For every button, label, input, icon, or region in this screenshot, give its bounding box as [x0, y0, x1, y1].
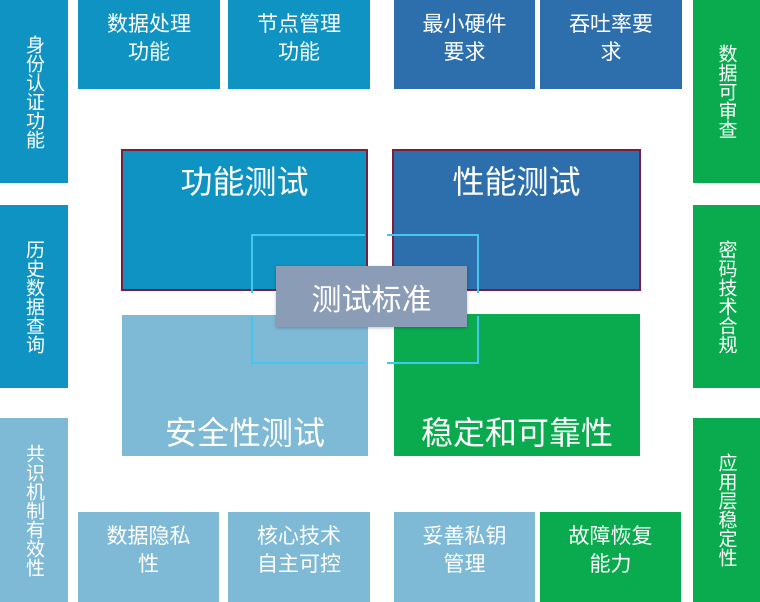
bracket-bottom-left: [251, 316, 365, 364]
quadrant-performance-test: 性能测试: [392, 149, 641, 291]
bottom-item-line1: 核心技术: [257, 524, 341, 548]
quadrant-label: 稳定和可靠性: [420, 414, 613, 452]
top-item-data-processing: 数据处理 功能: [78, 0, 220, 89]
bottom-item-line2: 自主可控: [257, 552, 341, 576]
quadrant-label: 安全性测试: [164, 414, 325, 452]
left-item-history-query: 历史数据查询: [0, 205, 68, 388]
right-item-label: 应用层稳定性: [715, 453, 738, 567]
bottom-item-line2: 性: [138, 552, 159, 576]
top-item-line1: 最小硬件: [422, 12, 507, 36]
quadrant-functional-test: 功能测试: [121, 149, 368, 291]
bottom-item-line1: 妥善私钥: [422, 524, 507, 548]
bottom-item-line2: 能力: [589, 552, 632, 576]
bracket-top-right: [387, 234, 479, 293]
quadrant-label: 性能测试: [452, 163, 581, 201]
right-item-data-audit: 数据可审查: [693, 0, 760, 183]
quadrant-security-test: 安全性测试: [122, 315, 368, 456]
bracket-top-left: [251, 234, 365, 293]
quadrant-label: 功能测试: [180, 163, 309, 201]
bottom-item-line1: 数据隐私: [106, 524, 191, 548]
left-item-label: 共识机制有效性: [23, 443, 45, 577]
top-item-line2: 要求: [443, 40, 486, 64]
left-item-label: 身份认证功能: [23, 34, 45, 149]
top-item-line1: 数据处理: [107, 12, 191, 36]
quadrant-stability-reliability: 稳定和可靠性: [394, 314, 640, 456]
left-item-identity-auth: 身份认证功能: [0, 0, 68, 183]
right-item-crypto-compliance: 密码技术合规: [693, 205, 760, 388]
bottom-item-line2: 管理: [443, 552, 486, 576]
bottom-item-key-management: 妥善私钥 管理: [394, 512, 535, 602]
center-label: 测试标准: [311, 282, 432, 318]
top-item-min-hardware: 最小硬件 要求: [394, 0, 535, 89]
top-item-line1: 节点管理: [257, 12, 341, 36]
top-item-line2: 功能: [128, 40, 170, 64]
bottom-item-fault-recovery: 故障恢复 能力: [540, 512, 681, 602]
center-test-standard: 测试标准: [276, 266, 467, 327]
left-item-consensus: 共识机制有效性: [0, 418, 68, 602]
right-item-label: 密码技术合规: [715, 239, 738, 354]
top-item-line2: 求: [600, 40, 622, 64]
bottom-item-line1: 故障恢复: [568, 524, 653, 548]
top-item-line1: 吞吐率要: [569, 12, 653, 36]
top-item-throughput: 吞吐率要 求: [540, 0, 682, 89]
top-item-node-management: 节点管理 功能: [228, 0, 370, 89]
bottom-item-data-privacy: 数据隐私 性: [78, 512, 219, 602]
right-item-label: 数据可审查: [715, 44, 738, 139]
right-item-app-stability: 应用层稳定性: [693, 418, 760, 602]
left-item-label: 历史数据查询: [23, 239, 45, 354]
bracket-bottom-right: [387, 316, 479, 364]
top-item-line2: 功能: [278, 40, 320, 64]
bottom-item-core-tech: 核心技术 自主可控: [228, 512, 370, 602]
